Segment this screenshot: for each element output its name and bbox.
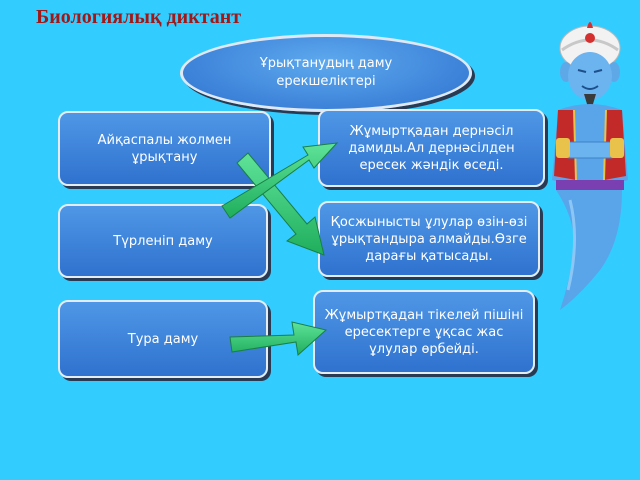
right-box-3: Жұмыртқадан тікелей пішіні ересектерге ұ… xyxy=(313,290,535,374)
arrow-left2-to-right1 xyxy=(221,142,339,219)
arrow-left3-to-right3 xyxy=(229,321,328,356)
left-box-2: Түрленіп даму xyxy=(58,204,268,278)
slide-title: Биологиялық диктант xyxy=(36,6,242,28)
genie-icon xyxy=(552,22,628,310)
arrow-left1-to-right2 xyxy=(236,152,325,256)
right-box-2: Қосжынысты ұлулар өзін-өзі ұрықтандыра а… xyxy=(318,201,540,277)
right-box-1: Жұмыртқадан дернәсіл дамиды.Ал дернәсілд… xyxy=(318,109,545,187)
left-box-1: Айқаспалы жолмен ұрықтану xyxy=(58,111,271,186)
